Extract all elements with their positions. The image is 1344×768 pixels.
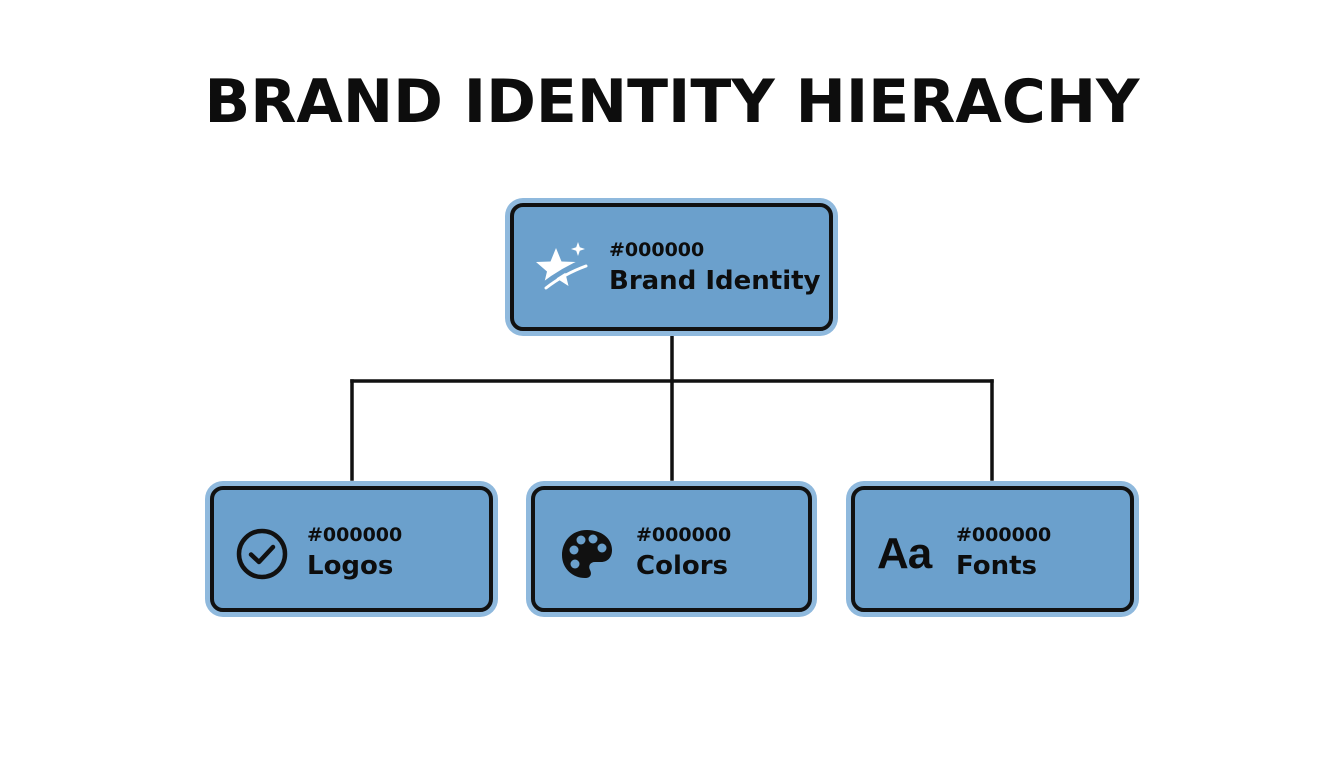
node-hex-code: #000000 — [609, 239, 705, 261]
node-label: Brand Identity — [609, 266, 821, 296]
node-brand-identity-text: #000000 Brand Identity — [609, 237, 821, 299]
sparkle-star-icon — [536, 242, 589, 290]
node-label: Logos — [307, 551, 394, 581]
node-hex-code: #000000 — [636, 524, 732, 546]
check-circle-icon — [236, 528, 288, 580]
node-logos-text: #000000 Logos — [307, 522, 402, 584]
node-fonts: Aa #000000 Fonts — [851, 486, 1134, 612]
node-label: Fonts — [956, 551, 1037, 581]
node-label: Colors — [636, 551, 729, 581]
diagram-title: BRAND IDENTITY HIERACHY — [204, 67, 1140, 137]
node-colors-text: #000000 Colors — [636, 522, 731, 584]
palette-icon — [562, 530, 612, 578]
node-colors: #000000 Colors — [531, 486, 812, 612]
node-brand-identity: #000000 Brand Identity — [510, 203, 833, 331]
node-hex-code: #000000 — [956, 524, 1052, 546]
node-logos: #000000 Logos — [210, 486, 493, 612]
typography-icon: Aa — [877, 529, 932, 578]
node-fonts-text: #000000 Fonts — [956, 522, 1051, 584]
node-hex-code: #000000 — [307, 524, 403, 546]
